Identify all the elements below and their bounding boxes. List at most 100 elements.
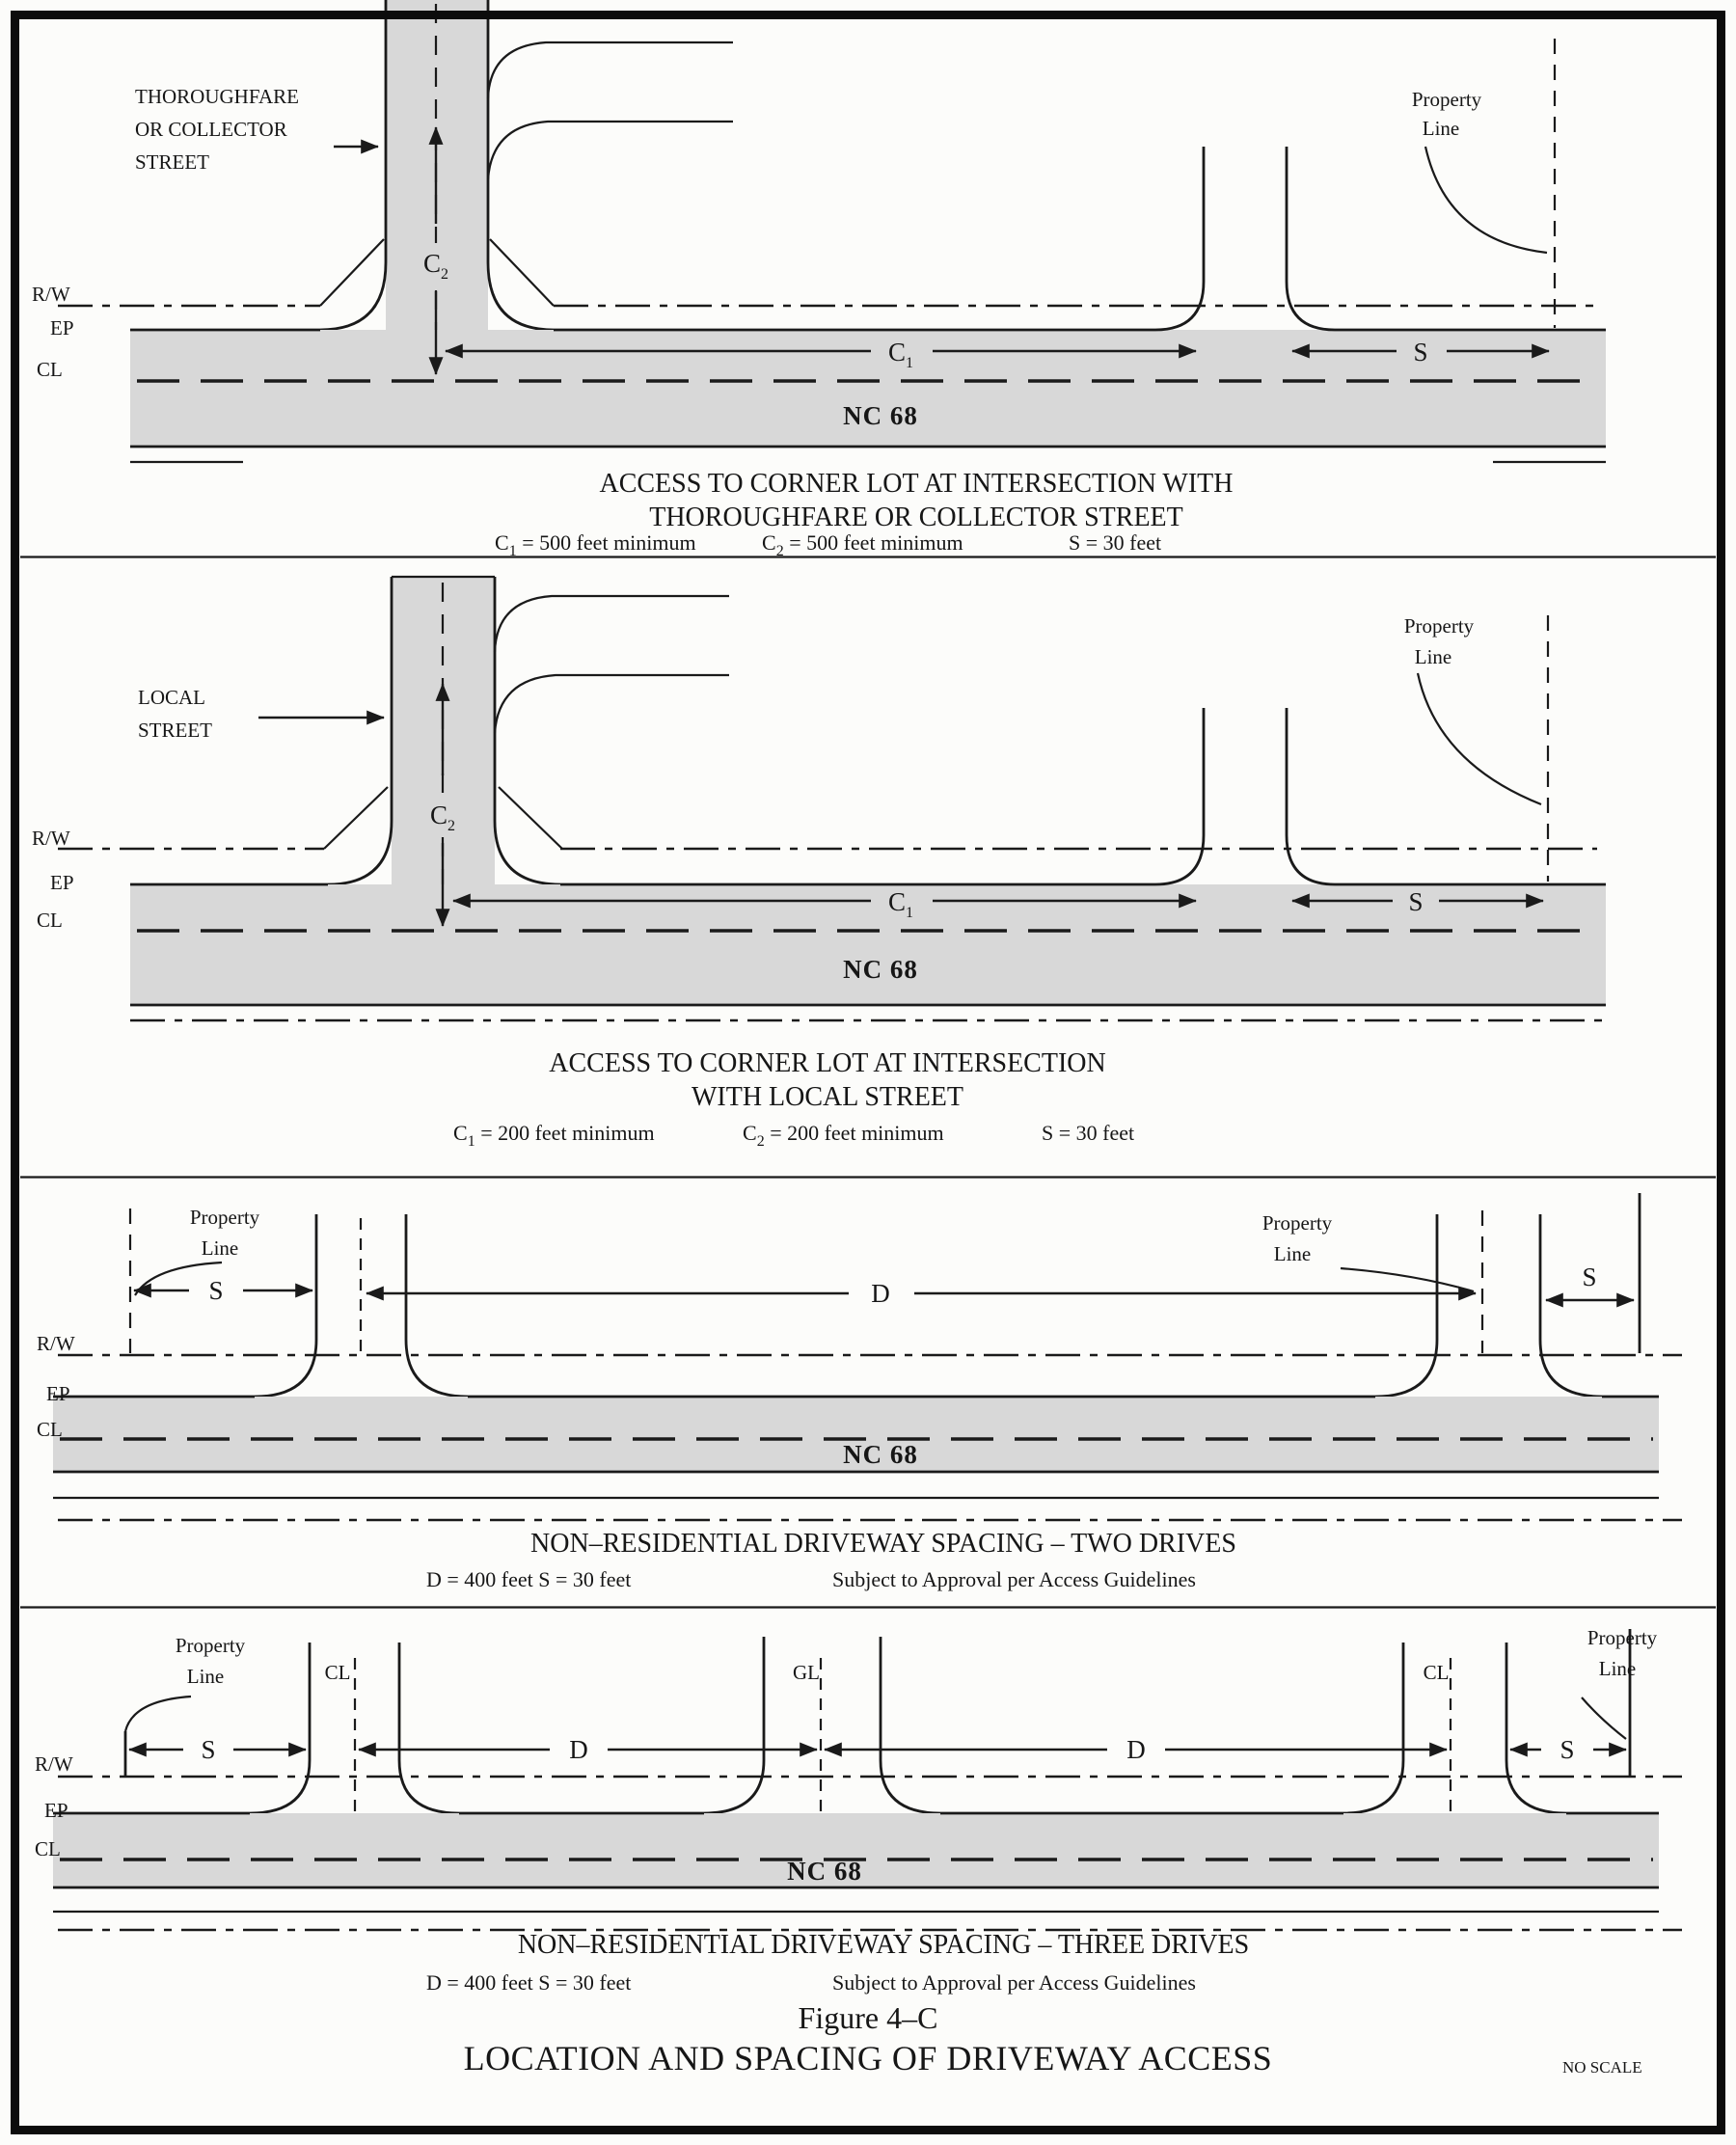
caption-value-s: S = 30 feet bbox=[1042, 1121, 1134, 1145]
property-line-label-line2: Line bbox=[202, 1236, 238, 1260]
driveway-edge-left bbox=[1374, 1214, 1439, 1398]
street-type-label-line2: OR COLLECTOR bbox=[135, 118, 287, 141]
driveway-edge-right bbox=[879, 1637, 941, 1815]
ep-label: EP bbox=[50, 316, 74, 339]
caption-value-c2: C2 = 500 feet minimum bbox=[762, 530, 963, 556]
dim-label-c1: C1 bbox=[888, 887, 913, 921]
dim-label-c1: C1 bbox=[888, 338, 913, 371]
property-line-right: Property Line bbox=[1262, 1210, 1484, 1353]
road-name-label: NC 68 bbox=[843, 1440, 918, 1469]
property-line-left: Property Line bbox=[128, 1206, 260, 1353]
road-name-label: NC 68 bbox=[843, 955, 918, 984]
driveway-centerline-label: CL bbox=[1424, 1661, 1450, 1684]
street-type-label-line3: STREET bbox=[135, 150, 209, 174]
property-line-label-line1: Property bbox=[1404, 614, 1475, 638]
dim-label-d-right: D bbox=[1126, 1735, 1146, 1764]
annotations: LOCAL STREET R/W EP CL NC 68 bbox=[32, 686, 918, 984]
property-line-label-line2: Line bbox=[1423, 117, 1459, 140]
driveway-centerline-label: CL bbox=[325, 1661, 351, 1684]
road-name-label: NC 68 bbox=[843, 401, 918, 430]
property-line-leader bbox=[1424, 146, 1548, 255]
caption: ACCESS TO CORNER LOT AT INTERSECTION WIT… bbox=[453, 1048, 1134, 1150]
right-of-way bbox=[58, 786, 1597, 851]
main-road bbox=[53, 1811, 1682, 1932]
driveway-edge-right bbox=[397, 1643, 460, 1815]
driveway-right bbox=[1374, 1214, 1603, 1398]
driveway-edge-left bbox=[1154, 147, 1206, 332]
street-edge-left bbox=[327, 577, 393, 886]
dimensions: S D D S bbox=[129, 1735, 1626, 1764]
ep-label: EP bbox=[44, 1799, 68, 1822]
road-name-label: NC 68 bbox=[787, 1857, 862, 1886]
dimensions: C2 C1 S bbox=[413, 127, 1549, 374]
panel-local-street-intersection: Property Line C2 C1 S LOCAL STREET R/W E… bbox=[20, 556, 1716, 1150]
annotations: R/W EP CL NC 68 bbox=[37, 1332, 918, 1469]
rw-label: R/W bbox=[32, 827, 70, 850]
driveway-edge-left bbox=[254, 1214, 318, 1398]
dim-label-s-right: S bbox=[1582, 1263, 1596, 1291]
right-of-way bbox=[58, 238, 1599, 308]
driveway-edge-right bbox=[1285, 147, 1336, 332]
caption: ACCESS TO CORNER LOT AT INTERSECTION WIT… bbox=[495, 469, 1234, 556]
property-line-label-line1: Property bbox=[1412, 88, 1482, 111]
side-street-driveway-curve-top bbox=[493, 594, 729, 653]
rw-label: R/W bbox=[37, 1332, 75, 1355]
property-line-leader bbox=[123, 1695, 192, 1732]
caption-value-c1: C1 = 200 feet minimum bbox=[453, 1121, 655, 1150]
street-edge-left bbox=[319, 0, 388, 332]
road-pavement bbox=[130, 884, 1606, 1005]
main-road bbox=[130, 328, 1606, 464]
rw-label: R/W bbox=[32, 283, 70, 306]
dim-label-s-right: S bbox=[1560, 1735, 1574, 1764]
annotations: R/W EP CL NC 68 bbox=[35, 1752, 862, 1886]
dim-label-s: S bbox=[1413, 338, 1427, 367]
property-line-label-line2: Line bbox=[187, 1665, 224, 1688]
driveway bbox=[1154, 708, 1336, 886]
figure-title: LOCATION AND SPACING OF DRIVEWAY ACCESS bbox=[464, 2039, 1273, 2077]
street-edge-right bbox=[486, 0, 555, 332]
ep-label: EP bbox=[46, 1382, 70, 1405]
caption-value-c1: C1 = 500 feet minimum bbox=[495, 530, 696, 556]
driveway-edge-left bbox=[249, 1643, 312, 1815]
driveway-edge-left bbox=[703, 1637, 766, 1815]
caption-line2: WITH LOCAL STREET bbox=[692, 1082, 963, 1112]
ep-label: EP bbox=[50, 871, 74, 894]
caption-approval-note: Subject to Approval per Access Guideline… bbox=[832, 1970, 1196, 1995]
cl-label: CL bbox=[37, 1418, 63, 1441]
property-line-left: Property Line bbox=[123, 1634, 246, 1776]
dim-label-s: S bbox=[1408, 887, 1423, 916]
driveway-edge-right bbox=[1505, 1643, 1567, 1815]
driveway-right: CL bbox=[1343, 1643, 1567, 1815]
dim-label-d-left: D bbox=[569, 1735, 588, 1764]
dim-label-c2: C2 bbox=[423, 249, 448, 283]
caption-values-note: D = 400 feet S = 30 feet bbox=[426, 1970, 631, 1995]
driveway-centerline-label: GL bbox=[793, 1661, 820, 1684]
figure-title-block: Figure 4–C LOCATION AND SPACING OF DRIVE… bbox=[464, 2000, 1642, 2077]
street-type-label-line1: THOROUGHFARE bbox=[135, 85, 299, 108]
dim-label-s-left: S bbox=[208, 1276, 223, 1305]
rw-label: R/W bbox=[35, 1752, 73, 1776]
dim-label-d: D bbox=[871, 1279, 890, 1308]
property-line-label-line2: Line bbox=[1274, 1242, 1311, 1265]
side-street-driveway-curve-bottom bbox=[493, 673, 729, 734]
property-line-leader bbox=[1581, 1697, 1627, 1740]
annotations: THOROUGHFARE OR COLLECTOR STREET R/W EP … bbox=[32, 85, 918, 430]
driveway-edge-right bbox=[1285, 708, 1336, 886]
caption: NON–RESIDENTIAL DRIVEWAY SPACING – THREE… bbox=[426, 1930, 1249, 1995]
side-street bbox=[327, 575, 729, 932]
caption-value-c2: C2 = 200 feet minimum bbox=[743, 1121, 944, 1150]
no-scale-note: NO SCALE bbox=[1562, 2058, 1642, 2077]
driveway bbox=[1154, 147, 1336, 332]
road-pavement bbox=[53, 1397, 1659, 1472]
dim-label-s-left: S bbox=[201, 1735, 215, 1764]
rw-corner-flares bbox=[323, 786, 563, 850]
caption-line2: THOROUGHFARE OR COLLECTOR STREET bbox=[649, 502, 1183, 532]
property-line-label-line1: Property bbox=[1587, 1626, 1658, 1649]
caption-values-note: D = 400 feet S = 30 feet bbox=[426, 1567, 631, 1591]
driveway-edge-right bbox=[1538, 1214, 1603, 1398]
caption-approval-note: Subject to Approval per Access Guideline… bbox=[832, 1567, 1196, 1591]
property-line: Property Line bbox=[1404, 614, 1550, 882]
driveway-left: CL bbox=[249, 1643, 460, 1815]
main-road bbox=[130, 882, 1606, 1022]
